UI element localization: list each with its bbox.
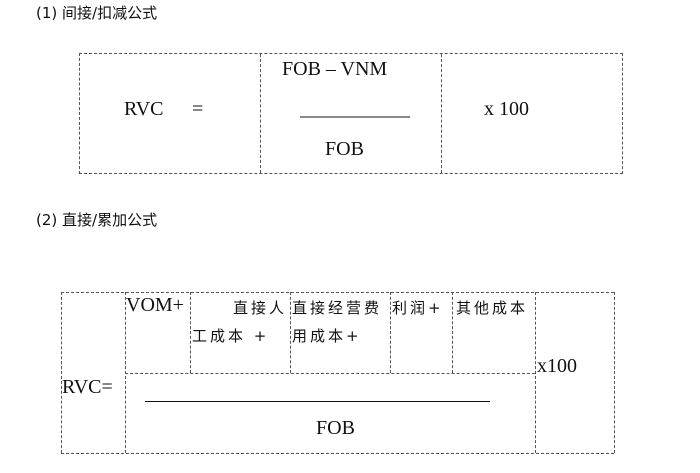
table-divider [125, 292, 126, 453]
term-direct-labor-line2: 工成本 + [192, 327, 270, 345]
equals-sign: = [192, 98, 204, 120]
multiplier: x100 [537, 355, 577, 377]
table-divider [390, 292, 391, 373]
section1-heading: (1) 间接/扣减公式 [36, 4, 158, 22]
term-direct-labor-line1: 直接人 [233, 299, 288, 317]
table-border-bottom [61, 453, 614, 454]
table-divider [290, 292, 291, 373]
term-vom: VOM+ [126, 294, 184, 316]
term-profit: 利润+ [392, 299, 444, 317]
denominator: FOB [316, 417, 355, 439]
indirect-formula-table: RVC = FOB – VNM ___________ FOB x 100 [79, 53, 623, 174]
table-divider [452, 292, 453, 373]
table-border-top [61, 292, 614, 293]
section2-heading: (2) 直接/累加公式 [36, 211, 158, 229]
table-divider [260, 54, 261, 173]
denominator: FOB [325, 138, 364, 160]
table-divider [125, 373, 535, 374]
term-other-costs: 其他成本 [456, 299, 529, 317]
table-border-right [614, 292, 615, 453]
rvc-label: RVC [124, 98, 164, 120]
term-direct-operating-line1: 直接经营费 [292, 299, 383, 317]
fraction-line: ___________ [300, 98, 410, 120]
numerator: FOB – VNM [282, 58, 388, 80]
table-divider [441, 54, 442, 173]
term-direct-operating-line2: 用成本+ [292, 327, 362, 345]
table-divider [535, 292, 536, 453]
fraction-bar [145, 401, 490, 402]
rvc-label: RVC= [62, 376, 113, 398]
table-border-left [61, 292, 62, 453]
multiplier: x 100 [484, 98, 529, 120]
table-divider [190, 292, 191, 373]
